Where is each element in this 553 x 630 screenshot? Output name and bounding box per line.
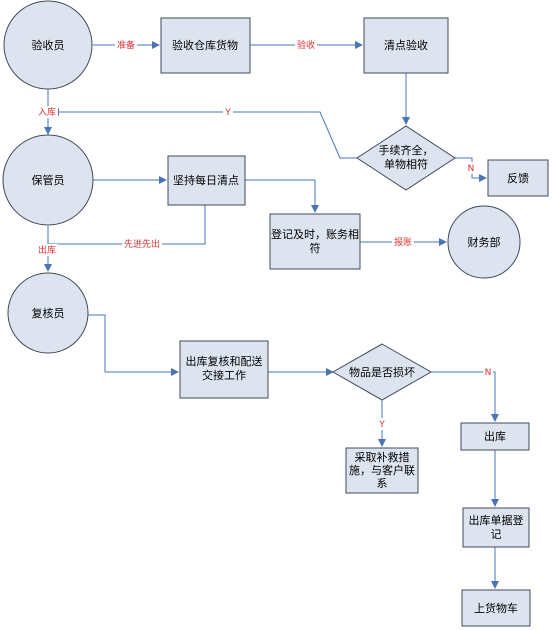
node-outbound: 出库 [460,422,530,451]
edge-damage-no-to-outbound [431,371,499,422]
label-no-2: N [483,366,493,378]
node-outbound-register-line2: 记 [491,528,502,541]
node-outbound-register: 出库单据登 记 [462,507,530,548]
node-feedback-label: 反馈 [507,172,529,185]
node-keeper-label: 保管员 [32,173,65,187]
node-feedback: 反馈 [487,159,549,197]
node-count-inspect-label: 清点验收 [384,38,428,52]
node-outbound-recheck-line2: 交接工作 [202,368,246,382]
label-report: 报账 [392,236,414,248]
node-decision-complete: 手续齐全， 单物相符 [356,125,456,191]
label-stock-out: 出库 [36,244,58,256]
node-count-inspect: 清点验收 [363,17,449,74]
label-stock-in-text: 入库 [38,106,56,118]
node-outbound-label: 出库 [484,429,506,443]
node-decision-damage-label: 物品是否损坏 [349,365,415,379]
label-fifo-text: 先进先出 [124,238,160,250]
label-inspect-text: 验收 [297,39,315,51]
label-prepare-text: 准备 [117,39,135,51]
label-yes-2-text: Y [378,420,385,430]
node-daily-count: 坚持每日清点 [167,155,246,206]
node-rechecker: 复核员 [7,272,89,354]
node-remedy-line2: 施，与客户联 [349,463,415,477]
node-load-truck: 上货物车 [461,589,531,627]
edge-rechecker-to-outbound-recheck [88,314,179,376]
edge-daily-count-to-register [245,179,319,213]
node-register-line1: 登记及时，账务相 [271,227,359,241]
label-fifo: 先进先出 [122,238,162,250]
label-stock-out-text: 出库 [38,244,56,256]
node-inspector: 验收员 [3,0,93,90]
edges [44,41,499,589]
label-no-2-text: N [485,368,492,378]
label-prepare: 准备 [115,39,137,51]
node-inspect-goods-label: 验收仓库货物 [172,38,238,52]
node-decision-complete-line2: 单物相符 [384,157,428,171]
node-outbound-register-line1: 出库单据登 [469,513,524,527]
node-finance: 财务部 [447,205,521,279]
node-keeper: 保管员 [2,134,94,226]
node-remedy: 采取补救措 施，与客户联 系 [345,447,419,494]
label-no-1-text: N [468,164,475,174]
edge-labels: 准备 验收 Y 入库 N 先进先出 出库 报账 [36,39,493,430]
node-daily-count-label: 坚持每日清点 [173,173,239,187]
label-no-1: N [466,162,476,174]
node-remedy-line1: 采取补救措 [355,450,410,464]
node-inspect-goods: 验收仓库货物 [160,17,251,74]
node-decision-complete-line1: 手续齐全， [379,143,434,157]
node-inspector-label: 验收员 [32,38,65,52]
edge-decision-yes-to-keeper [50,111,357,159]
node-outbound-recheck-line1: 出库复核和配送 [186,354,263,368]
node-finance-label: 财务部 [468,235,501,249]
edge-daily-count-fifo [48,205,206,245]
label-inspect: 验收 [295,39,317,51]
label-stock-in: 入库 [36,106,58,118]
label-yes-1-text: Y [224,108,231,118]
label-report-text: 报账 [394,236,412,248]
node-decision-damage: 物品是否损坏 [331,343,433,401]
node-register: 登记及时，账务相 符 [269,213,361,270]
label-yes-2: Y [377,418,387,430]
label-yes-1: Y [223,106,233,118]
node-register-line2: 符 [310,242,321,255]
node-outbound-recheck: 出库复核和配送 交接工作 [179,340,269,399]
node-rechecker-label: 复核员 [32,306,65,320]
node-remedy-line3: 系 [377,477,388,490]
node-load-truck-label: 上货物车 [474,601,518,615]
